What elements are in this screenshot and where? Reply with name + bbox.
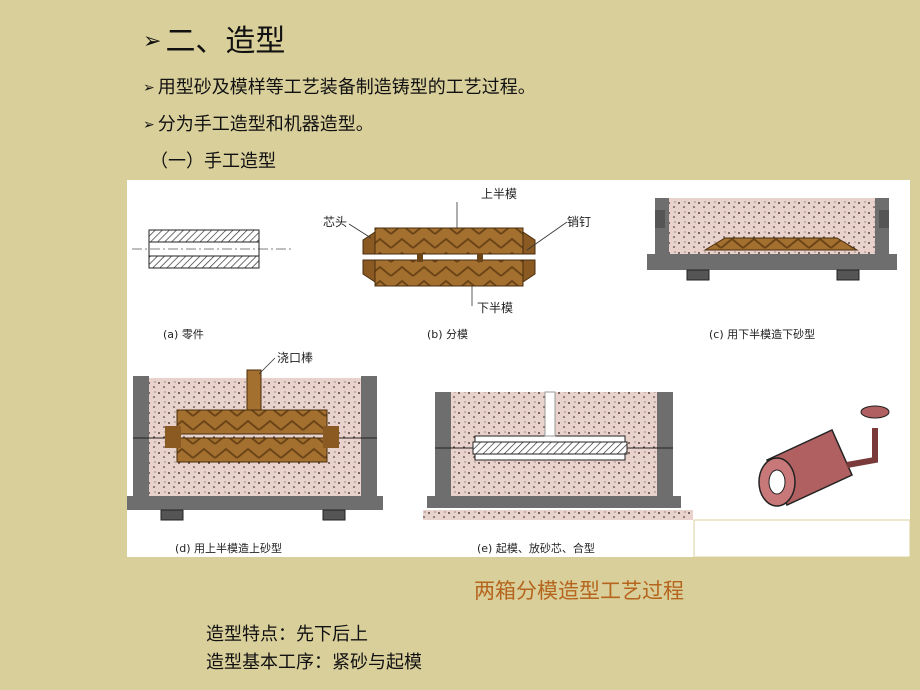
panel-e-label: (e) 起模、放砂芯、合型 xyxy=(477,541,595,555)
molding-diagram: (a) 零件 上半模 芯头 销钉 下半模 (b) 分模 xyxy=(127,187,910,557)
arrow-bullet-icon: ➢ xyxy=(143,117,155,133)
panel-a-label: (a) 零件 xyxy=(163,328,204,341)
label-core-print: 芯头 xyxy=(323,215,347,229)
panel-d-label: (d) 用上半模造上砂型 xyxy=(175,541,282,555)
slide-title: ➢ 二、造型 xyxy=(143,22,285,62)
bullet-text: 分为手工造型和机器造型。 xyxy=(157,114,374,135)
label-lower-half: 下半模 xyxy=(477,301,513,315)
bullet-text: 用型砂及模样等工艺装备制造铸型的工艺过程。 xyxy=(157,77,536,98)
panel-c-label: (c) 用下半模造下砂型 xyxy=(709,327,815,341)
bullet-item: ➢ 分为手工造型和机器造型。 xyxy=(143,113,374,137)
arrow-bullet-icon: ➢ xyxy=(143,80,155,96)
section-subhead: （一）手工造型 xyxy=(150,151,276,172)
bullet-item: ➢ 用型砂及模样等工艺装备制造铸型的工艺过程。 xyxy=(143,76,536,100)
label-dowel: 销钉 xyxy=(567,215,591,229)
feature-line: 造型基本工序：紧砂与起模 xyxy=(206,652,422,673)
slide-title-text: 二、造型 xyxy=(165,24,286,59)
panel-d-upper-mold: 浇口棒 (d) 用上半模造上砂型 xyxy=(127,351,383,555)
casting-3d-illustration xyxy=(693,405,910,557)
panel-c-lower-mold: (c) 用下半模造下砂型 xyxy=(647,198,897,341)
figure-caption: 两箱分模造型工艺过程 xyxy=(474,579,684,603)
label-sprue: 浇口棒 xyxy=(277,351,313,365)
panel-b-label: (b) 分模 xyxy=(427,328,468,341)
label-upper-half: 上半模 xyxy=(481,187,517,201)
panel-a-part: (a) 零件 xyxy=(132,229,292,341)
molding-process-figure: (a) 零件 上半模 芯头 销钉 下半模 (b) 分模 xyxy=(127,180,910,557)
panel-e-closed-mold: (e) 起模、放砂芯、合型 xyxy=(423,391,693,555)
panel-b-split-pattern: 上半模 芯头 销钉 下半模 (b) 分模 xyxy=(323,187,591,341)
feature-line: 造型特点：先下后上 xyxy=(206,624,368,645)
arrow-bullet-icon: ➢ xyxy=(143,29,162,54)
